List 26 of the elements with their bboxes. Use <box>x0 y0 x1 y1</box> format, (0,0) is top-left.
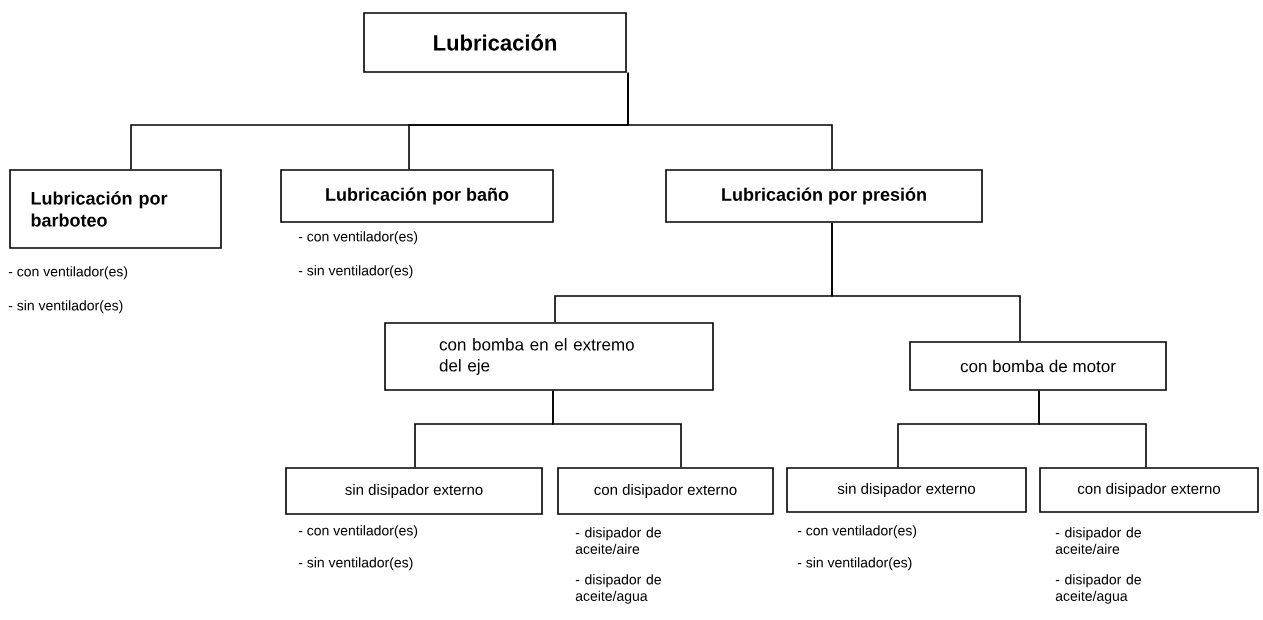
list-item: - con ventilador(es) <box>298 525 418 539</box>
list-item: - con ventilador(es) <box>8 266 128 280</box>
list-item: - sin ventilador(es) <box>298 557 413 571</box>
list-item: - con ventilador(es) <box>298 231 418 245</box>
category-box: sin disipador externo <box>786 467 1027 513</box>
list-item: - sin ventilador(es) <box>8 300 123 314</box>
category-box: Lubricación por presión <box>665 169 983 223</box>
category-box: con bomba en el extremo del eje <box>384 322 714 391</box>
list-item: - sin ventilador(es) <box>298 265 413 279</box>
list-item: - con ventilador(es) <box>797 525 917 539</box>
list-item: - disipador de aceite/agua <box>575 574 661 604</box>
category-box: Lubricación por baño <box>280 169 554 223</box>
category-box: con bomba de motor <box>909 341 1167 391</box>
list-item: - disipador de aceite/aire <box>575 527 661 554</box>
category-box: con disipador externo <box>557 467 774 515</box>
list-item: - disipador de aceite/aire <box>1055 527 1141 554</box>
list-item: - disipador de aceite/agua <box>1055 574 1141 604</box>
list-item: - sin ventilador(es) <box>797 557 912 571</box>
category-box: con disipador externo <box>1039 467 1259 513</box>
category-box: sin disipador externo <box>285 467 543 515</box>
connector-line <box>831 222 1021 342</box>
title-box: Lubricación <box>363 12 627 73</box>
connector-line <box>627 72 833 170</box>
category-box: Lubricación por barboteo <box>9 169 222 249</box>
connector-line <box>552 389 682 468</box>
connector-line <box>1038 389 1147 468</box>
